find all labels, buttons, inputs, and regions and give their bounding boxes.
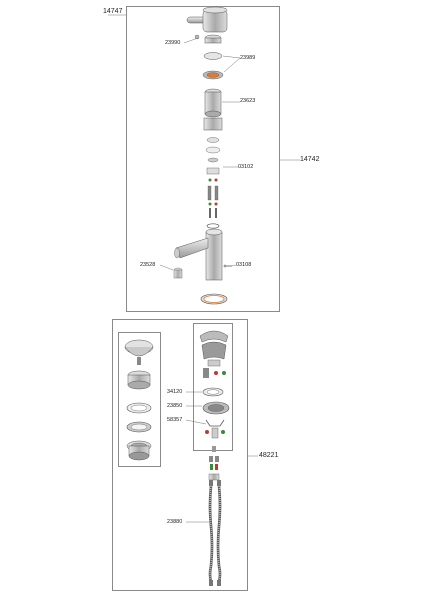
pop-up-head-part <box>199 330 229 378</box>
part-label-03102: 03102 <box>238 164 254 170</box>
pop-up-gasket-34120 <box>202 387 224 397</box>
cap-part-23990 <box>194 34 222 44</box>
drain-body-part <box>127 370 151 390</box>
part-label-03108: 03108 <box>236 262 252 268</box>
part-label-23623: 23623 <box>240 98 256 104</box>
faucet-leader-lines <box>108 14 300 271</box>
drain-nut-part <box>126 421 152 433</box>
assembly-number-faucet-body: 14742 <box>300 156 320 163</box>
part-label-58357: 58357 <box>167 417 183 423</box>
drain-gasket-part <box>126 402 152 414</box>
lever-handle-part <box>186 6 228 33</box>
faucet-assembly-frame <box>126 6 280 312</box>
part-label-34120: 34120 <box>167 389 183 395</box>
part-label-23880: 23880 <box>167 519 183 525</box>
part-label-23989: 23989 <box>240 55 256 61</box>
screw-part-03108 <box>223 264 232 268</box>
part-label-23528: 23528 <box>140 262 156 268</box>
supply-hoses-23880 <box>208 480 222 586</box>
faucet-body-part <box>174 228 223 281</box>
assembly-number-drain-set: 48221 <box>259 452 279 459</box>
cartridge-part-03102 <box>203 117 223 229</box>
part-label-23990: 23990 <box>165 40 181 46</box>
nut-part-23623 <box>204 88 222 118</box>
drain-plug-subframe <box>118 332 161 467</box>
supply-fittings-part <box>208 456 220 481</box>
drain-leader-lines <box>185 391 258 523</box>
pop-up-rod-58357 <box>205 419 225 452</box>
base-ring-part <box>200 293 228 305</box>
drain-tailpiece-part <box>126 440 152 461</box>
pop-up-nut-23850 <box>202 401 230 415</box>
drain-plug-part <box>124 339 154 365</box>
aerator-part-23528 <box>173 267 183 279</box>
assembly-number-top-left: 14747 <box>103 8 123 15</box>
ring-part-23989 <box>202 52 224 80</box>
drain-assembly-frame <box>112 319 248 591</box>
part-label-23850: 23850 <box>167 403 183 409</box>
